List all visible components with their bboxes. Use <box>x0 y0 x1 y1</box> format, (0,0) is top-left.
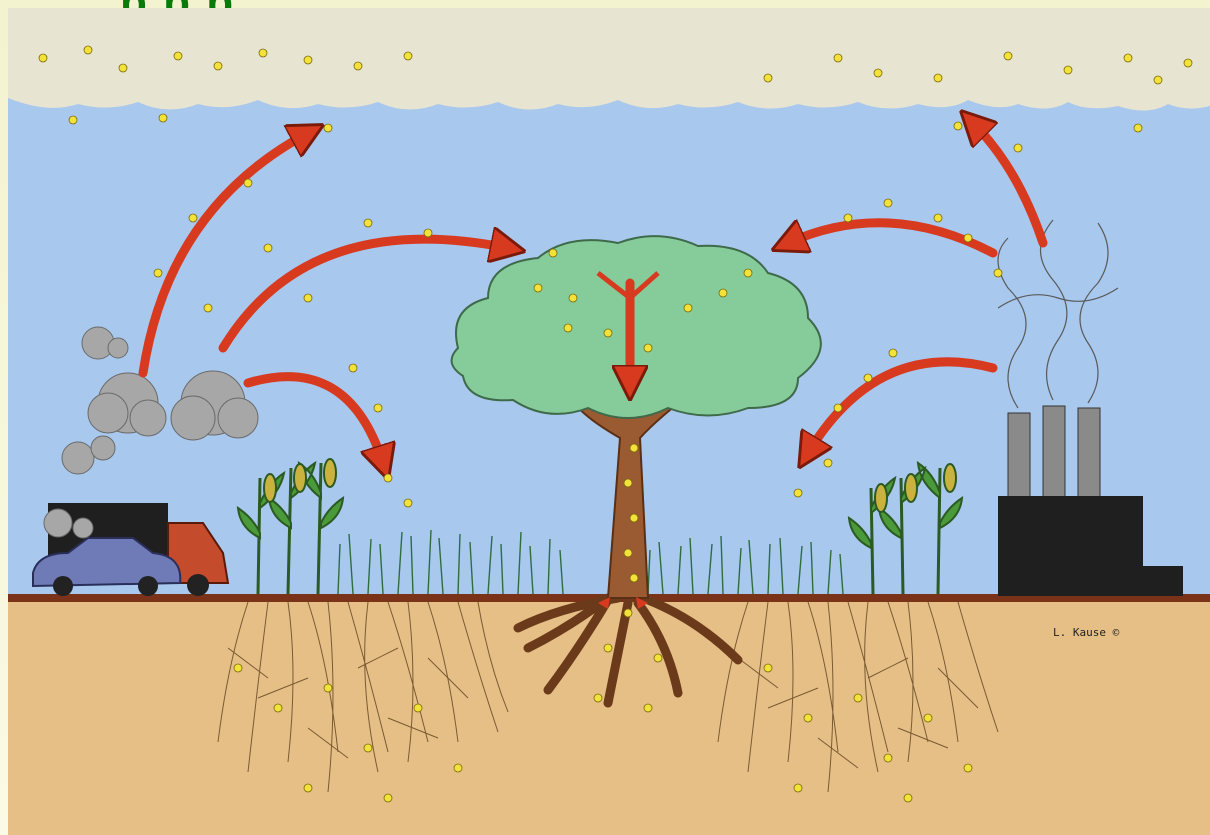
cloud-layer <box>8 8 1210 111</box>
soil <box>8 598 1210 835</box>
pollution-cycle-illustration: L. Kause © <box>8 8 1210 835</box>
artist-signature: L. Kause © <box>1053 626 1120 639</box>
